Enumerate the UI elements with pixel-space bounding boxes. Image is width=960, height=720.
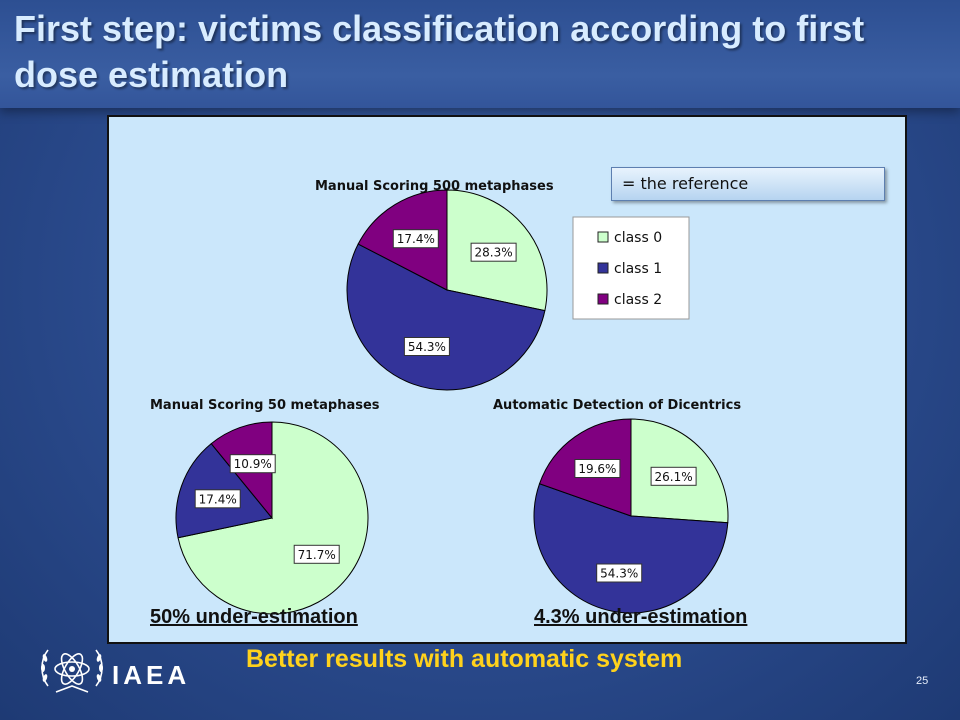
pie-label-box [403, 337, 450, 356]
legend-swatch-class-1 [597, 262, 609, 274]
pie-data-label: 54.3% [600, 567, 638, 581]
pie-data-label: 17.4% [397, 232, 435, 246]
pie-label-box [470, 242, 517, 262]
chart-title-manual-50: Manual Scoring 50 metaphases [150, 398, 380, 413]
pie-label-box [229, 454, 276, 474]
legend-label-class-2: class 2 [614, 292, 662, 308]
iaea-logo-icon [41, 649, 103, 693]
iaea-wordmark: IAEA [112, 660, 191, 690]
pie-manual-500: 28.3% 54.3% 17.4% [346, 189, 548, 391]
pie-slice-class-1 [346, 243, 546, 391]
pie-manual-50: 71.7% 17.4% 10.9% [175, 421, 369, 615]
pie-data-label: 54.3% [408, 340, 446, 354]
pie-slice-class-1 [533, 483, 729, 614]
legend: class 0 class 1 class 2 [572, 216, 690, 320]
pie-label-box [596, 563, 643, 583]
legend-swatch-class-0 [597, 231, 609, 243]
pie-automatic: 26.1% 54.3% 19.6% [533, 418, 729, 614]
pie-data-label: 19.6% [578, 462, 616, 476]
pie-label-box [194, 489, 241, 509]
chart-title-automatic: Automatic Detection of Dicentrics [493, 398, 741, 413]
pie-slice-class-0 [177, 421, 369, 615]
legend-label-class-0: class 0 [614, 230, 662, 246]
automatic-annotation: 4.3% under-estimation [534, 606, 748, 628]
title-bar: First step: victims classification accor… [0, 0, 960, 108]
pie-data-label: 71.7% [298, 548, 336, 562]
slide-title: First step: victims classification accor… [14, 8, 865, 95]
conclusion-text: Better results with automatic system [246, 645, 683, 673]
legend-box [572, 216, 690, 320]
pie-label-box [293, 544, 340, 564]
legend-swatch-class-2 [597, 293, 609, 305]
pie-data-label: 28.3% [475, 246, 513, 260]
page-number: 25 [916, 675, 929, 687]
manual-50-annotation: 50% under-estimation [150, 606, 358, 628]
pie-data-label: 17.4% [199, 492, 237, 506]
pie-label-box [574, 459, 621, 478]
pie-label-box [392, 229, 439, 249]
pie-data-label: 10.9% [234, 457, 272, 471]
pie-data-label: 26.1% [655, 470, 693, 484]
chart-title-manual-500: Manual Scoring 500 metaphases [315, 179, 554, 194]
reference-note: = the reference [611, 167, 885, 201]
legend-label-class-1: class 1 [614, 261, 662, 277]
pie-label-box [650, 466, 697, 486]
